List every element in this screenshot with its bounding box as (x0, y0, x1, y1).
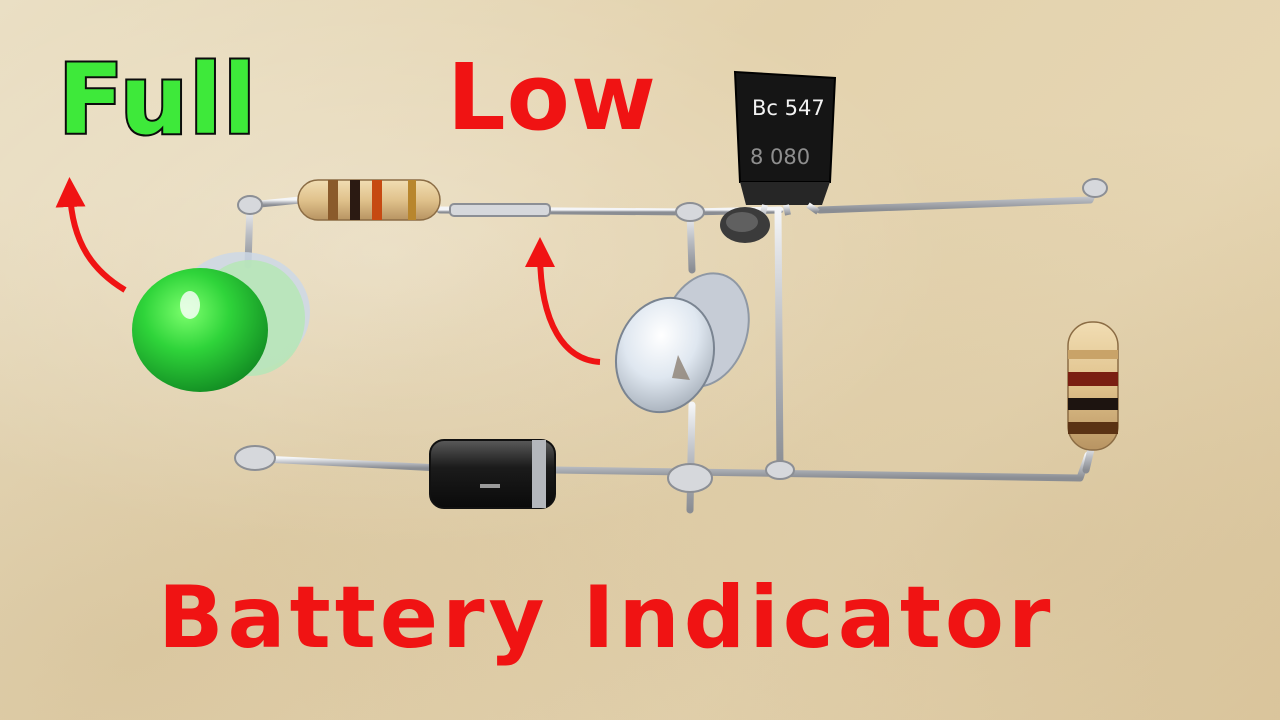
low-label: Low (447, 44, 657, 151)
transistor-marking-line-1: Bc 547 (752, 96, 825, 120)
diode (429, 439, 556, 509)
resistor-right (1067, 321, 1119, 451)
full-label: Full (56, 44, 258, 156)
solder-joints (234, 178, 1108, 493)
white-led (614, 272, 750, 414)
title-label: Battery Indicator (158, 568, 1055, 668)
resistor-top (297, 179, 441, 221)
green-led (132, 252, 310, 392)
transistor-bc547 (720, 70, 837, 243)
arrow-to-low (525, 237, 601, 365)
transistor-marking-line-2: 8 080 (750, 145, 811, 169)
arrow-to-full (55, 177, 127, 293)
